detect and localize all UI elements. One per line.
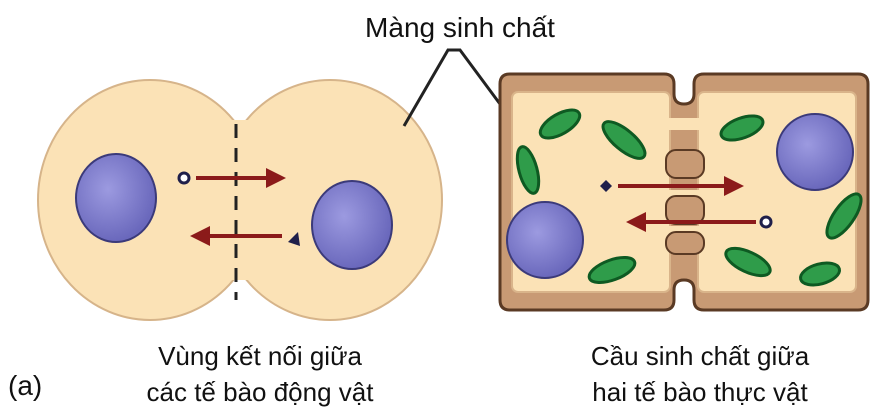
- animal-cells: [38, 80, 442, 320]
- plasmodesma: [668, 118, 702, 130]
- animal-caption-line2: các tế bào động vật: [110, 374, 410, 410]
- animal-caption-line1: Vùng kết nối giữa: [110, 338, 410, 374]
- membrane-pointer-lines: [404, 50, 500, 126]
- membrane-label: Màng sinh chất: [340, 12, 580, 44]
- nucleus-plant-right: [777, 114, 853, 190]
- plant-cell-caption: Cầu sinh chất giữa hai tế bào thực vật: [540, 338, 860, 410]
- plasmodesma: [666, 232, 704, 254]
- plant-caption-line2: hai tế bào thực vật: [540, 374, 860, 410]
- nucleus-animal-right: [312, 181, 392, 269]
- animal-cell-caption: Vùng kết nối giữa các tế bào động vật: [110, 338, 410, 410]
- plant-caption-line1: Cầu sinh chất giữa: [540, 338, 860, 374]
- panel-label: (a): [8, 370, 42, 402]
- molecule-dot-plant: [761, 217, 771, 227]
- plant-cells: [500, 74, 868, 310]
- molecule-dot: [179, 173, 189, 183]
- plasmodesma: [666, 150, 704, 178]
- nucleus-animal-left: [76, 154, 156, 242]
- nucleus-plant-left: [507, 202, 583, 278]
- plasmodesma: [666, 196, 704, 224]
